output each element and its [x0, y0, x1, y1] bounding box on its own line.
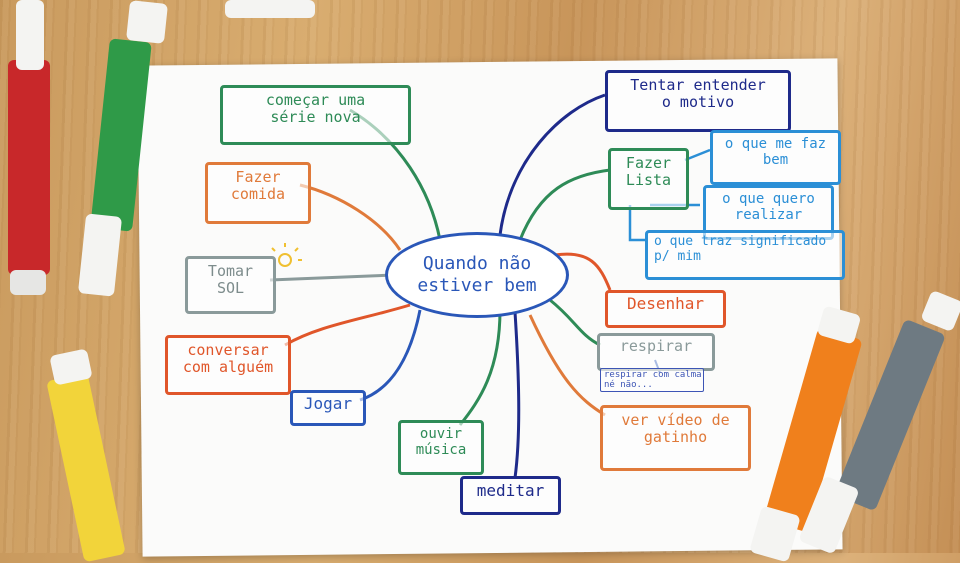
- central-node-text: Quando não estiver bem: [417, 253, 537, 296]
- node-musica: ouvir música: [398, 420, 484, 475]
- node-meditar: meditar: [460, 476, 561, 515]
- line-video: [528, 314, 606, 417]
- sun-doodle-icon: [271, 243, 302, 267]
- line-sol: [269, 273, 396, 282]
- line-comida: [299, 183, 402, 251]
- node-serie-text: começar uma série nova: [265, 91, 366, 127]
- line-conversar: [284, 303, 411, 347]
- node-jogar-text: Jogar: [303, 394, 353, 413]
- line-respirar: [549, 298, 601, 347]
- node-comida-text: Fazer comida: [230, 168, 286, 204]
- node-respirar-note: respirar com calma né não...: [600, 368, 704, 392]
- node-significado: o que traz significado p/ mim: [645, 230, 845, 280]
- node-faz-bem-text: o que me faz bem: [724, 136, 827, 169]
- node-significado-text: o que traz significado p/ mim: [654, 234, 827, 264]
- node-meditar-text: meditar: [476, 481, 545, 500]
- line-meditar: [513, 311, 521, 479]
- node-comida: Fazer comida: [205, 162, 311, 224]
- node-lista-text: Fazer Lista: [625, 154, 672, 190]
- node-jogar: Jogar: [290, 390, 366, 426]
- line-motivo: [498, 93, 606, 236]
- node-respirar: respirar: [597, 333, 715, 371]
- node-video: ver vídeo de gatinho: [600, 405, 751, 471]
- node-conversar-text: conversar com alguém: [182, 341, 274, 377]
- node-video-text: ver vídeo de gatinho: [621, 411, 730, 447]
- marker-cap-top: [225, 0, 315, 18]
- node-sol: Tomar SOL: [185, 256, 276, 314]
- line-jogar: [359, 309, 422, 402]
- node-respirar-text: respirar: [619, 337, 693, 355]
- node-desenhar: Desenhar: [605, 290, 726, 328]
- node-motivo: Tentar entender o motivo: [605, 70, 791, 132]
- node-desenhar-text: Desenhar: [626, 294, 705, 313]
- line-musica: [458, 309, 502, 426]
- line-desenhar: [554, 252, 612, 291]
- node-sol-text: Tomar SOL: [207, 262, 254, 298]
- node-motivo-text: Tentar entender o motivo: [630, 76, 766, 112]
- node-conversar: conversar com alguém: [165, 335, 291, 395]
- node-respirar-note-text: respirar com calma né não...: [604, 370, 702, 390]
- node-serie: começar uma série nova: [220, 85, 411, 145]
- line-lista: [518, 168, 611, 241]
- central-node: Quando não estiver bem: [385, 232, 569, 318]
- node-realizar-text: o que quero realizar: [722, 191, 815, 224]
- node-faz-bem: o que me faz bem: [710, 130, 841, 185]
- node-lista: Fazer Lista: [608, 148, 689, 210]
- node-musica-text: ouvir música: [415, 426, 467, 459]
